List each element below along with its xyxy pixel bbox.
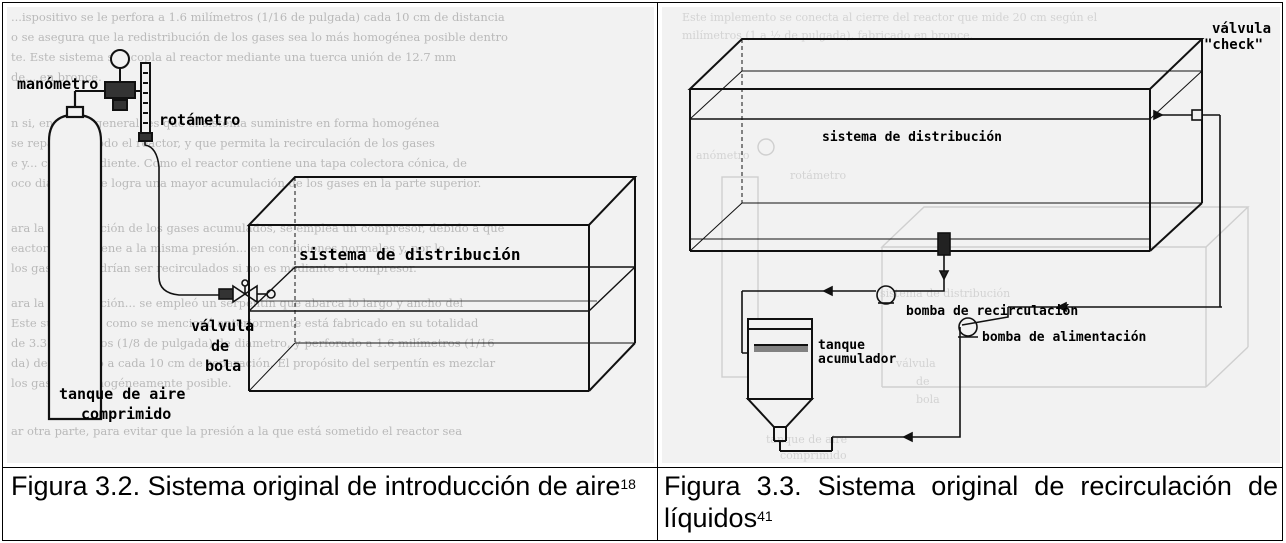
svg-text:se reparta en todo el reactor,: se reparta en todo el reactor, y que per… (11, 136, 435, 150)
caption-text: Figura 3.2. Sistema original de introduc… (11, 471, 621, 501)
svg-text:anómetro: anómetro (696, 149, 750, 162)
svg-text:...ispositivo se le perfora a: ...ispositivo se le perfora a 1.6 milíme… (11, 10, 505, 24)
svg-text:Este implemento se conecta al: Este implemento se conecta al cierre del… (682, 11, 1098, 24)
row-divider (3, 467, 1282, 468)
feed-pump-icon (832, 301, 1067, 443)
label-feed-pump: bomba de alimentación (982, 330, 1146, 345)
svg-text:tanque de aire: tanque de aire (766, 433, 847, 446)
air-tank (47, 91, 103, 421)
svg-text:rotámetro: rotámetro (790, 169, 846, 182)
svg-text:milímetros (1 a ½ de pulgada),: milímetros (1 a ½ de pulgada), fabricado… (682, 29, 973, 42)
citation-ref: 18 (620, 476, 636, 492)
drain-outlet (937, 232, 951, 281)
column-divider (657, 3, 658, 540)
label-valve-line3: bola (205, 357, 241, 375)
rotameter-icon (138, 62, 153, 142)
svg-text:o se asegura que la redistribu: o se asegura que la redistribución de lo… (11, 30, 508, 44)
svg-text:Este suministro como se mencio: Este suministro como se mencionó anterio… (11, 316, 479, 330)
caption-text: Figura 3.3. Sistema original de recircul… (664, 471, 1278, 533)
label-check-valve-line1: válvula (1212, 21, 1271, 37)
svg-text:de... en bronce.: de... en bronce. (11, 70, 102, 84)
manometer-icon (75, 49, 147, 111)
svg-text:te. Este sistema se acopla al: te. Este sistema se acopla al reactor me… (11, 50, 456, 64)
label-air-tank-line2: comprimido (81, 405, 171, 423)
distribution-box (687, 38, 1205, 252)
label-rotameter: rotámetro (159, 111, 240, 129)
svg-text:sistema de distribución: sistema de distribución (880, 287, 1010, 300)
figure-3-3-diagram: Este implemento se conecta al cierre del… (662, 7, 1280, 463)
svg-text:de: de (916, 375, 930, 388)
accumulator-tank (745, 318, 833, 452)
label-tank-line1: tanque (818, 338, 865, 353)
label-recirculation-pump: bomba de recirculación (906, 304, 1078, 319)
svg-text:válvula: válvula (895, 357, 936, 370)
check-valve-icon (1008, 109, 1222, 308)
label-tank-line2: acumulador (818, 352, 896, 367)
bleed-through-drawing (721, 138, 1250, 388)
bleed-through-text: ...ispositivo se le perfora a 1.6 milíme… (11, 10, 508, 438)
label-check-valve-line2: "check" (1204, 37, 1263, 53)
label-air-tank-line1: tanque de aire (59, 385, 185, 403)
svg-text:bola: bola (916, 393, 940, 406)
label-distribution-system: sistema de distribución (299, 245, 521, 264)
label-manometer: manómetro (17, 75, 98, 93)
svg-text:eactor los contiene a la misma: eactor los contiene a la misma presión..… (11, 241, 445, 255)
svg-text:ara la recirculación... se emp: ara la recirculación... se empleó un ser… (11, 296, 464, 310)
svg-text:comprimido: comprimido (780, 449, 847, 462)
recirculation-line (741, 279, 945, 354)
svg-text:de 3.3 milímetros (1/8 de pulg: de 3.3 milímetros (1/8 de pulgada) de di… (11, 336, 495, 350)
figure-3-3-image: Este implemento se conecta al cierre del… (662, 7, 1280, 463)
figure-3-2-caption: Figura 3.2. Sistema original de introduc… (11, 470, 651, 502)
svg-text:e y... correspondiente. Como e: e y... correspondiente. Como el reactor … (11, 156, 467, 170)
svg-text:da) de diámetro a cada 10 cm d: da) de diámetro a cada 10 cm de separaci… (11, 356, 496, 370)
figure-3-2-diagram: ...ispositivo se le perfora a 1.6 milíme… (7, 7, 654, 463)
label-distribution-system: sistema de distribución (822, 130, 1002, 145)
air-tube (144, 141, 221, 296)
label-valve-line1: válvula (191, 317, 254, 335)
figure-3-2-image: ...ispositivo se le perfora a 1.6 milíme… (7, 7, 654, 463)
svg-text:n si, en forma general, es que: n si, en forma general, es que el sistem… (11, 116, 440, 130)
svg-text:los gases no podrían ser recir: los gases no podrían ser recirculados si… (11, 261, 417, 275)
label-valve-line2: de (211, 337, 229, 355)
citation-ref: 41 (757, 508, 773, 524)
svg-text:oco diámetro, se logra una may: oco diámetro, se logra una mayor acumula… (11, 176, 481, 190)
distribution-box (246, 176, 638, 392)
figure-3-3-caption: Figura 3.3. Sistema original de recircul… (664, 470, 1278, 534)
svg-text:ar otra parte, para evitar que: ar otra parte, para evitar que la presió… (11, 424, 462, 438)
